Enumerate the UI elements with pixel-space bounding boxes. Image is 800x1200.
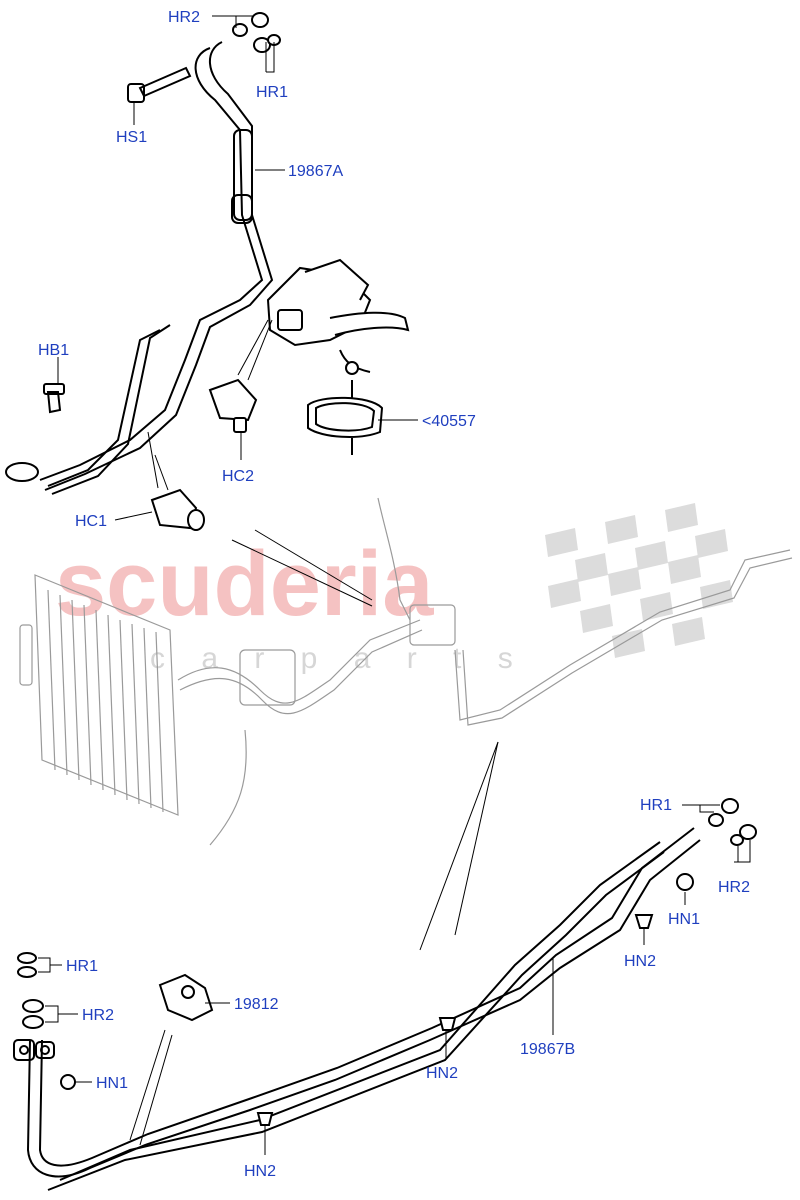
hn-fasteners [60,873,694,1126]
pipe-19867a [39,47,264,481]
watermark: scuderia c a r p a r t s [55,503,733,675]
callout-labels: HR2 HR1 HS1 19867A HB1 <40557 HC2 HC1 HR… [38,9,750,1180]
callout-left-hr2: HR2 [82,1007,114,1024]
callout-top-hs1: HS1 [116,129,147,146]
ghost-pipe-left-2 [179,629,423,715]
gasket-40557 [307,380,384,455]
callout-pipe-19867a: 19867A [288,163,343,180]
callout-left-hr1: HR1 [66,958,98,975]
watermark-brand: scuderia [55,533,434,635]
callout-gasket-40557: <40557 [422,413,476,430]
pressure-sensor-hc1 [147,431,205,531]
hb1-bolt [46,391,62,414]
pipe-19867b [26,839,701,1178]
callout-bottom-hn2: HN2 [244,1163,276,1180]
callout-hc1: HC1 [75,513,107,530]
callout-right-hr1: HR1 [640,797,672,814]
callout-hb1: HB1 [38,342,69,359]
pipe-19867b-assembly [13,827,701,1191]
ghost-long-pipe [454,549,791,721]
ghost-hose-down [209,729,247,846]
expansion-valve-block [266,258,410,375]
checker-flag-logo [545,503,733,658]
pipe-19867a-assembly [5,41,274,495]
section-leaders [231,529,499,951]
right-o-rings [708,798,757,846]
condenser-outline [19,574,179,816]
callout-top-hr2: HR2 [168,9,200,26]
callout-mid-hn2: HN2 [426,1065,458,1082]
callout-hc2: HC2 [222,468,254,485]
callout-right-hn2: HN2 [624,953,656,970]
callout-right-hr2: HR2 [718,879,750,896]
callout-clip-19812: 19812 [234,996,279,1013]
pressure-sensor-hc2 [208,319,273,433]
ghost-engine-block [239,649,296,706]
callout-pipe-19867b: 19867B [520,1041,575,1058]
watermark-tagline: c a r p a r t s [150,642,527,675]
ghost-pipe-left [177,619,421,704]
ghost-long-pipe-2 [462,557,793,726]
callout-right-hn1: HN1 [668,911,700,928]
callout-top-hr1: HR1 [256,84,288,101]
ghost-evaporator [409,604,456,646]
pipe-sleeve [233,129,253,221]
overview-context [19,497,793,846]
callout-leaders [38,15,751,1155]
left-o-rings [17,952,44,1029]
callout-left-hn1: HN1 [96,1075,128,1092]
top-o-rings [232,12,281,53]
ghost-hose-up [377,497,411,621]
pipe-sleeve-lower [231,194,253,224]
hs1-bolt [138,66,192,98]
pipe-clip-19812 [129,973,214,1146]
